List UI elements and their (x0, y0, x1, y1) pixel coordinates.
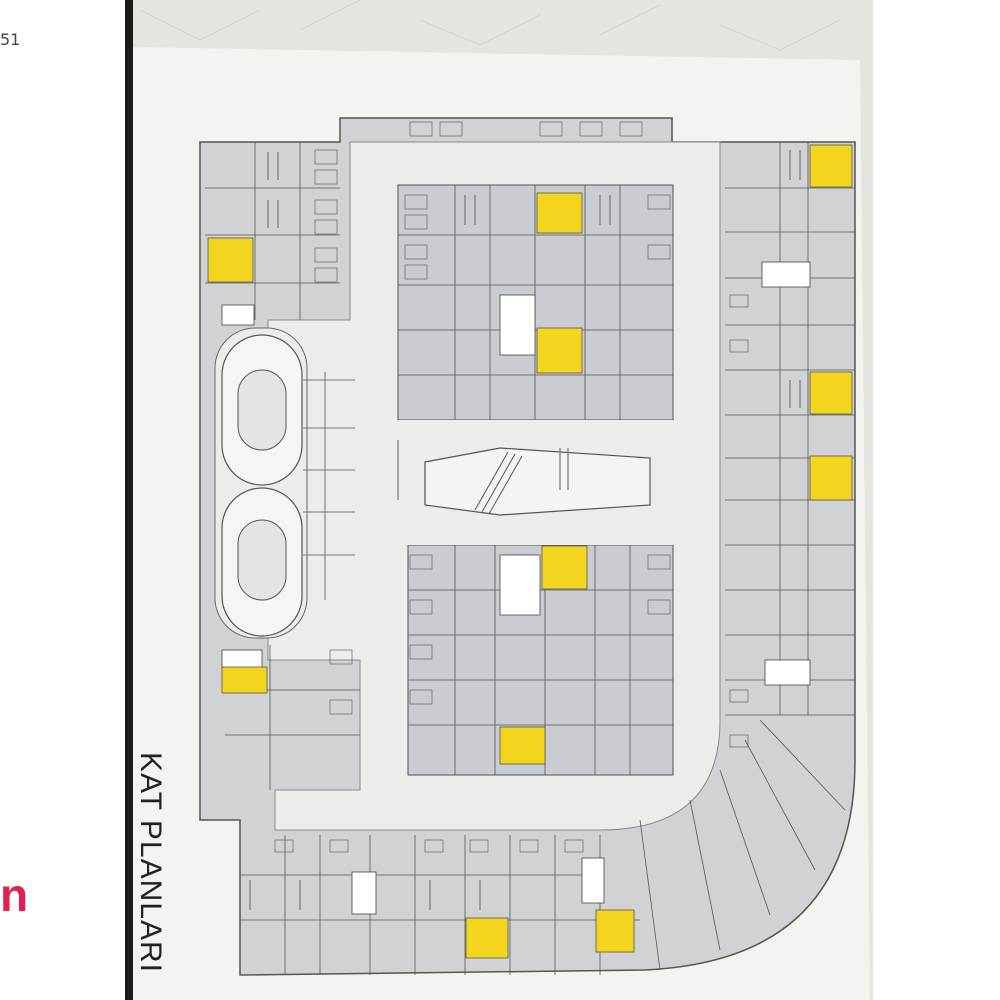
parking-marks (274, 121, 749, 853)
wall-texture-lines (139, 0, 841, 51)
ramp-upper-core (237, 369, 287, 451)
atrium-void (424, 447, 651, 516)
corner-page-number: 51 (0, 30, 21, 49)
island-block-north (397, 184, 674, 421)
ramp-lower-core (237, 519, 287, 601)
atrium-escalator (474, 451, 523, 515)
island-unit-grid (398, 185, 673, 775)
binder-edge (125, 0, 133, 1000)
bottom-row-unit-grid (240, 719, 846, 975)
brand-logo-fragment: n (0, 869, 29, 921)
highlighted-units (207, 144, 853, 959)
unit-label-marks (249, 150, 801, 910)
floor-plans-title: KAT PLANLARI (134, 752, 167, 973)
service-cores (221, 261, 811, 915)
left-wing-unit-grid (205, 142, 360, 790)
